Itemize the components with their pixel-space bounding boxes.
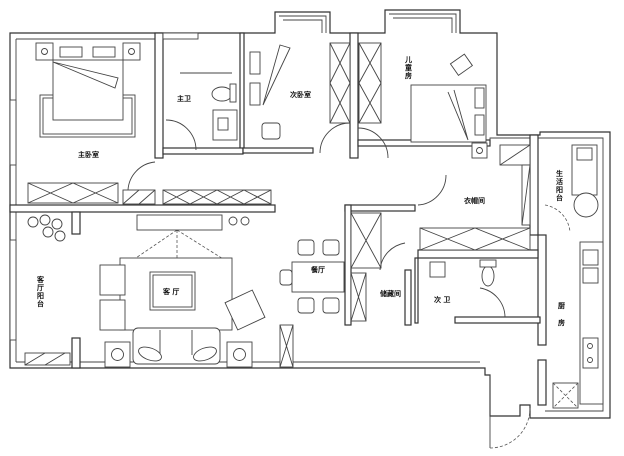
label-dining-room: 餐厅 [310, 265, 325, 274]
label-living-room: 客 厅 [162, 287, 179, 296]
label-storage: 储藏间 [379, 289, 401, 298]
entrance-door[interactable] [489, 375, 531, 449]
label-second-bedroom: 次卧室 [290, 90, 311, 99]
windows [9, 32, 199, 341]
label-living-balcony-1: 客 [36, 275, 45, 284]
doors[interactable] [127, 119, 571, 318]
kitchen-counter [552, 241, 604, 409]
master-bed [35, 42, 141, 138]
label-master-bath: 主卫 [177, 94, 191, 103]
dining-set [279, 239, 345, 314]
label-living-balcony-3: 阳 [37, 291, 44, 300]
label-living-balcony-4: 台 [37, 299, 44, 308]
second-bedroom-furniture [249, 44, 291, 140]
label-kids-room-3: 房 [405, 71, 412, 80]
label-service-balcony-3: 阳 [556, 185, 563, 194]
label-living-balcony-2: 厅 [37, 284, 44, 292]
label-service-balcony-2: 活 [556, 177, 563, 186]
label-closet: 衣帽间 [464, 196, 485, 205]
bath-fixtures [180, 72, 599, 287]
label-second-bath: 次 卫 [434, 295, 450, 304]
label-kids-room-2: 童 [405, 63, 412, 72]
label-kitchen-1: 厨 [558, 301, 565, 310]
label-master-bedroom: 主卧室 [78, 150, 99, 159]
room-labels: 主卧室 主卫 次卧室 儿 童 房 衣帽间 生 活 阳 台 客 厅 阳 台 客 厅… [36, 56, 565, 327]
living-room-furniture [27, 214, 266, 368]
label-service-balcony-4: 台 [556, 193, 563, 202]
label-kids-room-1: 儿 [404, 56, 412, 64]
kids-bed [410, 53, 488, 159]
label-service-balcony-1: 生 [556, 169, 563, 178]
label-kitchen-2: 房 [558, 318, 565, 327]
wardrobes [24, 42, 531, 368]
